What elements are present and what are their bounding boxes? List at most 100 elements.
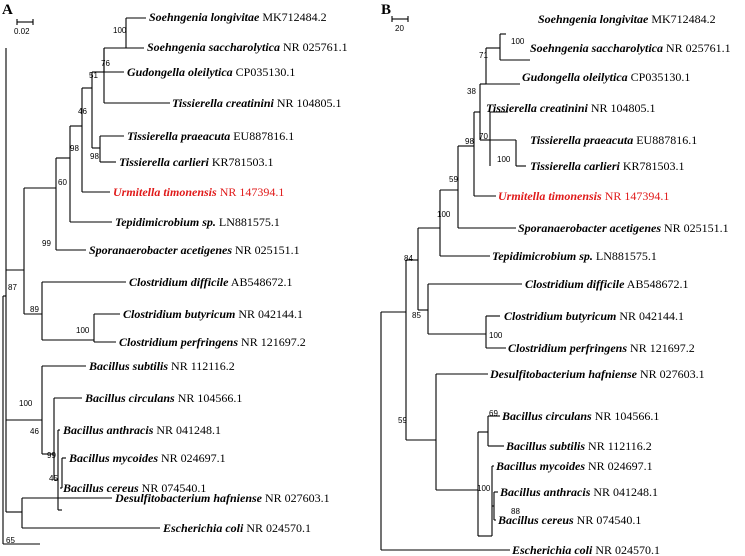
accession-number: NR 112116.2	[588, 439, 652, 453]
accession-number: CP035130.1	[631, 70, 691, 84]
accession-number: NR 025151.1	[664, 221, 729, 235]
bootstrap-value: 85	[412, 311, 421, 320]
taxon-label: Tissierella creatinini NR 104805.1	[486, 101, 656, 115]
bootstrap-value: 98	[70, 144, 79, 153]
species-name: Urmitella timonensis	[113, 185, 217, 199]
accession-number: NR 121697.2	[241, 335, 306, 349]
accession-number: NR 025151.1	[235, 243, 300, 257]
species-name: Tissierella praeacuta	[530, 133, 633, 147]
bootstrap-value: 99	[47, 451, 56, 460]
bootstrap-value: 89	[30, 305, 39, 314]
taxon-label: Gudongella oleilytica CP035130.1	[127, 65, 295, 79]
taxon-label: Clostridium perfringens NR 121697.2	[119, 335, 306, 349]
bootstrap-value: 100	[477, 484, 491, 493]
bootstrap-value: 46	[30, 427, 39, 436]
species-name: Clostridium perfringens	[508, 341, 627, 355]
panel-b-taxa: Soehngenia longivitae MK712484.2 Soehnge…	[486, 12, 731, 556]
accession-number: MK712484.2	[651, 12, 715, 26]
taxon-label: Escherichia coli NR 024570.1	[162, 521, 311, 535]
panel-b-bootstrap-values: 100 71 38 70 100 98 59 100 84 85 100 69 …	[398, 37, 525, 516]
bootstrap-value: 100	[19, 399, 33, 408]
species-name: Tissierella carlieri	[530, 159, 621, 173]
accession-number: NR 104566.1	[595, 409, 660, 423]
accession-number: NR 027603.1	[265, 491, 330, 505]
bootstrap-value: 69	[489, 409, 498, 418]
accession-number: NR 121697.2	[630, 341, 695, 355]
bootstrap-value: 100	[511, 37, 525, 46]
species-name: Bacillus cereus	[497, 513, 574, 527]
species-name: Sporanaerobacter acetigenes	[89, 243, 232, 257]
taxon-label: Tepidimicrobium sp. LN881575.1	[115, 215, 280, 229]
taxon-label: Tissierella carlieri KR781503.1	[530, 159, 685, 173]
taxon-label: Bacillus mycoides NR 024697.1	[495, 459, 653, 473]
species-name: Soehngenia saccharolytica	[147, 40, 280, 54]
species-name: Soehngenia longivitae	[149, 10, 260, 24]
taxon-label: Clostridium difficile AB548672.1	[525, 277, 688, 291]
species-name: Clostridium difficile	[129, 275, 229, 289]
taxon-label: Desulfitobacterium hafniense NR 027603.1	[489, 367, 705, 381]
accession-number: NR 112116.2	[171, 359, 235, 373]
bootstrap-value: 45	[49, 474, 58, 483]
taxon-label: Clostridium butyricum NR 042144.1	[504, 309, 684, 323]
species-name: Bacillus circulans	[501, 409, 592, 423]
accession-number: LN881575.1	[596, 249, 657, 263]
bootstrap-value: 65	[6, 536, 15, 545]
accession-number: KR781503.1	[212, 155, 274, 169]
accession-number: EU887816.1	[636, 133, 697, 147]
taxon-label: Bacillus cereus NR 074540.1	[62, 481, 206, 495]
taxon-label: Gudongella oleilytica CP035130.1	[522, 70, 690, 84]
bootstrap-value: 100	[497, 155, 511, 164]
taxon-label: Tepidimicrobium sp. LN881575.1	[492, 249, 657, 263]
bootstrap-value: 59	[398, 416, 407, 425]
taxon-label: Sporanaerobacter acetigenes NR 025151.1	[89, 243, 300, 257]
accession-number: NR 041248.1	[156, 423, 221, 437]
accession-number: NR 042144.1	[619, 309, 684, 323]
taxon-label: Soehngenia longivitae MK712484.2	[149, 10, 327, 24]
taxon-label: Bacillus subtilis NR 112116.2	[88, 359, 235, 373]
taxon-label: Clostridium perfringens NR 121697.2	[508, 341, 695, 355]
taxon-label: Escherichia coli NR 024570.1	[511, 543, 660, 556]
accession-number: NR 147394.1	[605, 189, 670, 203]
taxon-label: Tissierella creatinini NR 104805.1	[172, 96, 342, 110]
taxon-label: Tissierella praeacuta EU887816.1	[127, 129, 294, 143]
accession-number: CP035130.1	[236, 65, 296, 79]
bootstrap-value: 100	[489, 331, 503, 340]
species-name: Tissierella carlieri	[119, 155, 210, 169]
species-name: Sporanaerobacter acetigenes	[518, 221, 661, 235]
taxon-label: Tissierella carlieri KR781503.1	[119, 155, 274, 169]
panel-a-scale-label: 0.02	[14, 27, 30, 36]
taxon-label: Soehngenia saccharolytica NR 025761.1	[530, 41, 731, 55]
species-name: Bacillus subtilis	[88, 359, 168, 373]
species-name: Desulfitobacterium hafniense	[114, 491, 263, 505]
bootstrap-value: 70	[479, 132, 488, 141]
accession-number: NR 074540.1	[577, 513, 642, 527]
accession-number: AB548672.1	[231, 275, 293, 289]
accession-number: NR 042144.1	[238, 307, 303, 321]
taxon-label: Clostridium butyricum NR 042144.1	[123, 307, 303, 321]
accession-number: NR 074540.1	[142, 481, 207, 495]
species-name: Bacillus anthracis	[62, 423, 154, 437]
bootstrap-value: 100	[437, 210, 451, 219]
accession-number: NR 147394.1	[220, 185, 285, 199]
bootstrap-value: 99	[42, 239, 51, 248]
bootstrap-value: 100	[76, 326, 90, 335]
accession-number: NR 024697.1	[588, 459, 653, 473]
bootstrap-value: 76	[101, 59, 110, 68]
bootstrap-value: 98	[465, 137, 474, 146]
species-name: Clostridium difficile	[525, 277, 625, 291]
accession-number: AB548672.1	[627, 277, 689, 291]
species-name: Urmitella timonensis	[498, 189, 602, 203]
species-name: Tissierella creatinini	[486, 101, 589, 115]
species-name: Soehngenia saccharolytica	[530, 41, 663, 55]
bootstrap-value: 100	[113, 26, 127, 35]
species-name: Escherichia coli	[162, 521, 244, 535]
panel-a-taxa: Soehngenia longivitae MK712484.2 Soehnge…	[62, 10, 348, 535]
accession-number: KR781503.1	[623, 159, 685, 173]
panel-a-tree: A 0.02	[2, 2, 348, 545]
bootstrap-value: 38	[467, 87, 476, 96]
species-name: Tepidimicrobium sp.	[115, 215, 216, 229]
species-name: Bacillus mycoides	[68, 451, 158, 465]
taxon-label-highlighted: Urmitella timonensis NR 147394.1	[113, 185, 284, 199]
